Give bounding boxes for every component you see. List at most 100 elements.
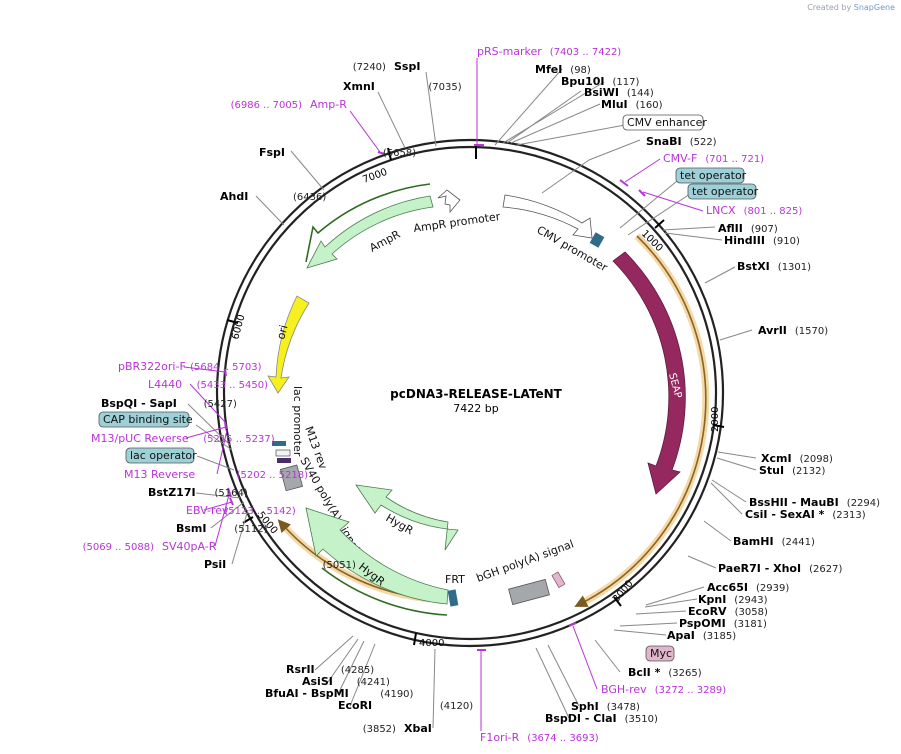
enzyme-pos: (2098) — [800, 454, 833, 465]
cap-binding-site-label: CAP binding site — [103, 413, 193, 426]
lac-promoter-label: lac promoter — [291, 386, 304, 457]
ampr-orf-line — [305, 183, 431, 263]
tick-7000 — [387, 147, 392, 161]
enzyme-name: BssHII - MauBI — [749, 496, 839, 509]
plasmid-name: pcDNA3-RELEASE-LATeNT — [390, 387, 562, 401]
enzyme-name: XmnI — [343, 80, 375, 93]
credit-brand: SnapGene — [853, 3, 895, 12]
enzyme-pos: (6658) — [383, 148, 416, 159]
enzyme-name: EcoRI — [338, 699, 372, 712]
bgh-polya-feature — [508, 578, 550, 606]
enzyme-pos: (98) — [570, 65, 591, 76]
enzyme-name: Bpu10I — [561, 75, 605, 88]
lac-operator-label: lac operator — [130, 449, 197, 462]
primer-pos: (5202 .. 5218) — [237, 470, 309, 481]
tick-2000 — [712, 424, 725, 428]
enzyme-name: BsiWI — [584, 86, 619, 99]
enzyme-name: AflII — [718, 222, 743, 235]
enzyme-pos: (5112) — [234, 524, 267, 535]
hygr-outer-feature — [305, 507, 449, 605]
enzyme-name: BspQI - SapI — [101, 397, 177, 410]
enzyme-name: CsiI - SexAI * — [745, 508, 825, 521]
primer-name: M13 Reverse — [124, 468, 195, 481]
enzyme-pos: (2939) — [756, 583, 789, 594]
enzyme-pos: (160) — [636, 100, 663, 111]
primer-name: CMV-F — [663, 152, 697, 165]
tet-operator-label-2: tet operator — [692, 185, 759, 198]
tick-label-2000: 2000 — [710, 407, 721, 432]
tick-1000 — [654, 219, 665, 229]
primer-name: BGH-rev — [601, 683, 647, 696]
primer-name: Amp-R — [310, 98, 347, 111]
primer-name: M13/pUC Reverse — [91, 432, 189, 445]
tick-4000 — [413, 632, 417, 646]
primer-labels: pRS-marker (7403 .. 7422) (6986 .. 7005)… — [83, 45, 803, 744]
enzyme-pos: (5051) — [323, 560, 356, 571]
primer-pos: (5215 .. 5237) — [203, 434, 275, 445]
enzyme-name: BstXI — [737, 260, 770, 273]
enzyme-name: EcoRV — [688, 605, 727, 618]
enzyme-name: FspI — [259, 146, 285, 159]
ampr-label: AmpR — [367, 228, 402, 255]
tet-operator-label-1: tet operator — [680, 169, 747, 182]
primer-pos: (6986 .. 7005) — [231, 100, 303, 111]
cmv-enhancer-box — [622, 114, 704, 131]
tet-operator-box-2 — [687, 183, 757, 200]
enzyme-pos: (4241) — [357, 677, 390, 688]
enzyme-pos: (2132) — [792, 466, 825, 477]
enzyme-pos: (2441) — [782, 537, 815, 548]
enzyme-name: PsiI — [204, 558, 226, 571]
lac-small-block — [277, 458, 291, 463]
enzyme-pos: (5427) — [204, 399, 237, 410]
primer-pos: (7403 .. 7422) — [550, 47, 622, 58]
ori-label: ori — [274, 324, 290, 341]
enzyme-name: BsmI — [176, 522, 207, 535]
enzyme-name: AhdI — [220, 190, 248, 203]
enzyme-pos: (1301) — [778, 262, 811, 273]
enzyme-pos: (6436) — [293, 192, 326, 203]
enzyme-pos: (7035) — [428, 82, 461, 93]
snapgene-credit: Created by SnapGene — [807, 3, 895, 12]
primer-pos: (5069 .. 5088) — [83, 542, 155, 553]
enzyme-pos: (3185) — [703, 631, 736, 642]
enzyme-pos: (3478) — [607, 702, 640, 713]
tick-6000 — [226, 319, 239, 324]
boxed-labels: CMV enhancer tet operator tet operator M… — [98, 114, 759, 662]
enzyme-pos: (2943) — [734, 595, 767, 606]
primer-pos: (701 .. 721) — [705, 154, 764, 165]
cap-binding-site-box — [98, 411, 190, 428]
enzyme-name: BclI * — [628, 666, 661, 679]
primer-pos: (801 .. 825) — [744, 206, 803, 217]
seap-feature — [612, 251, 686, 495]
primer-name: F1ori-R — [480, 731, 520, 744]
enzyme-pos: (2627) — [809, 564, 842, 575]
enzyme-name: ApaI — [667, 629, 695, 642]
enzyme-pos: (910) — [773, 236, 800, 247]
hygr-orf-line — [321, 567, 448, 616]
enzyme-pos: (117) — [613, 77, 640, 88]
enzyme-pos: (522) — [690, 137, 717, 148]
primer-name: SV40pA-R — [162, 540, 217, 553]
enzyme-name: RsrII — [286, 663, 315, 676]
cmv-enhancer-label: CMV enhancer — [627, 116, 707, 129]
hygr-inner-feature — [355, 484, 459, 551]
enzyme-name: BspDI - ClaI — [545, 712, 617, 725]
enzyme-pos: (4120) — [440, 701, 473, 712]
myc-feature — [551, 571, 566, 588]
enzyme-pos: (3181) — [734, 619, 767, 630]
myc-box — [645, 645, 675, 662]
m13-block — [275, 449, 291, 457]
enzyme-name: SspI — [394, 60, 420, 73]
enzyme-name: KpnI — [698, 593, 726, 606]
enzyme-pos: (7240) — [353, 62, 386, 73]
myc-label: Myc — [650, 647, 672, 660]
primer-pos: (5433 .. 5450) — [197, 380, 269, 391]
frt-label: FRT — [445, 573, 465, 586]
lac-operator-block — [272, 441, 286, 446]
primer-leader-lines — [183, 58, 704, 731]
cmv-promoter-label: CMV promoter — [535, 223, 611, 274]
enzyme-name: SnaBI — [646, 135, 682, 148]
primer-name: pBR322ori-F — [118, 360, 186, 373]
enzyme-pos: (3852) — [363, 724, 396, 735]
